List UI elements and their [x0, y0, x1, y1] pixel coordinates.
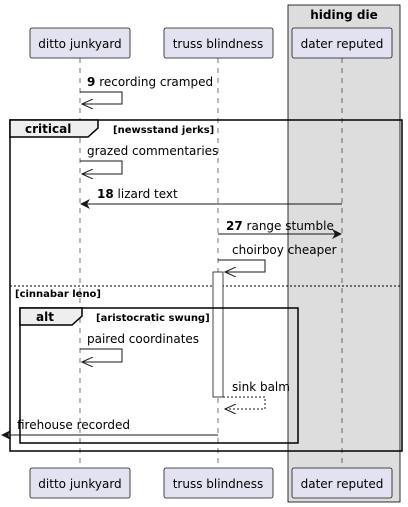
fragment-keyword: critical [25, 122, 71, 136]
message-lizard-text: 18 lizard text [80, 187, 342, 209]
message-firehouse-recorded: firehouse recorded [1, 418, 218, 440]
box-title: hiding die [310, 8, 378, 22]
participant-dater-reputed-bottom[interactable]: dater reputed [291, 467, 393, 499]
svg-text:18 lizard text: 18 lizard text [97, 187, 178, 201]
message-grazed-commentaries: grazed commentaries [80, 144, 218, 174]
message-choirboy-cheaper: choirboy cheaper [218, 243, 337, 272]
participant-truss-blindness-top[interactable]: truss blindness [163, 27, 274, 59]
participant-label: truss blindness [173, 477, 264, 491]
activation-bar [212, 271, 224, 398]
svg-text:9 recording cramped: 9 recording cramped [87, 75, 213, 89]
fragment-keyword: alt [36, 310, 54, 324]
participant-label: dater reputed [301, 37, 384, 51]
svg-text:paired coordinates: paired coordinates [87, 332, 199, 346]
participant-label: ditto junkyard [38, 477, 121, 491]
participant-dater-reputed-top[interactable]: dater reputed [291, 27, 393, 59]
participant-label: truss blindness [173, 37, 264, 51]
svg-text:sink balm: sink balm [232, 380, 290, 394]
fragment-guard: [newsstand jerks] [113, 125, 214, 136]
svg-text:firehouse recorded: firehouse recorded [17, 418, 130, 432]
participant-box-hiding-die: hiding die [287, 4, 401, 503]
participant-truss-blindness-bottom[interactable]: truss blindness [163, 467, 274, 499]
participant-label: dater reputed [301, 477, 384, 491]
svg-text:choirboy cheaper: choirboy cheaper [232, 243, 337, 257]
message-recording-cramped: 9 recording cramped [80, 75, 213, 104]
participant-label: ditto junkyard [38, 37, 121, 51]
svg-text:27 range stumble: 27 range stumble [226, 219, 334, 233]
fragment-else-guard: [cinnabar leno] [15, 289, 101, 300]
fragment-critical: critical [newsstand jerks] [cinnabar len… [9, 119, 403, 452]
message-range-stumble: 27 range stumble [218, 219, 342, 239]
participant-ditto-junkyard-bottom[interactable]: ditto junkyard [29, 467, 131, 499]
svg-text:grazed commentaries: grazed commentaries [87, 144, 218, 158]
message-paired-coordinates: paired coordinates [80, 332, 199, 362]
message-sink-balm: sink balm [223, 380, 290, 409]
participant-ditto-junkyard-top[interactable]: ditto junkyard [29, 27, 131, 59]
fragment-alt: alt [aristocratic swung] [19, 307, 299, 444]
fragment-guard: [aristocratic swung] [96, 313, 210, 324]
